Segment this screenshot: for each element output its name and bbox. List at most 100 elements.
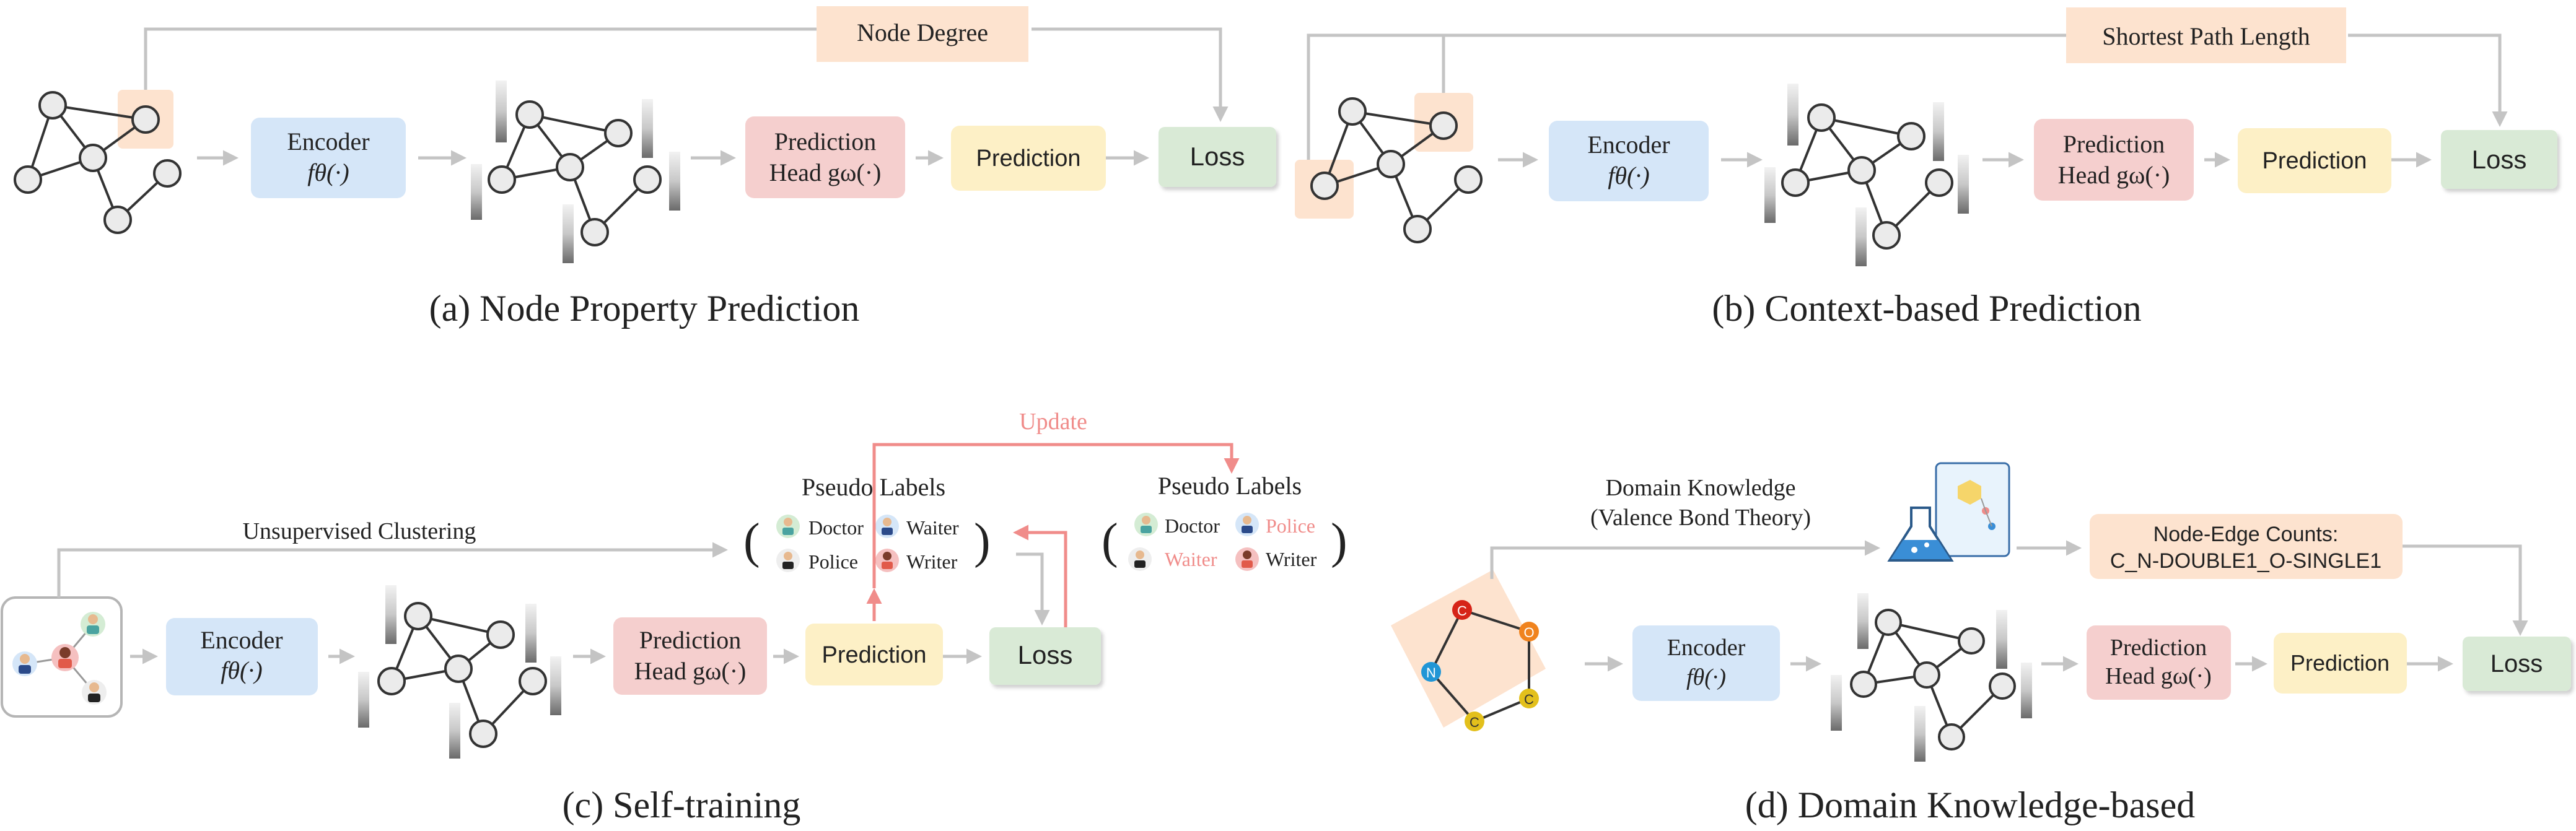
encoder-box xyxy=(166,618,318,695)
paren-close-2: ) xyxy=(1331,514,1347,568)
domain-knowledge-line1: Domain Knowledge xyxy=(1605,475,1795,501)
panel-b: Shortest Path Length Encoder fθ(·) xyxy=(1295,7,2557,329)
update-label: Update xyxy=(1019,409,1087,435)
atom-c-1-label: C xyxy=(1457,603,1467,619)
loss-box xyxy=(2441,130,2557,189)
loss-label: Loss xyxy=(2472,145,2527,174)
encoder-fn: fθ(·) xyxy=(221,656,262,684)
atom-n-label: N xyxy=(1426,665,1436,681)
atom-c-3 xyxy=(1519,689,1539,708)
loss-label: Loss xyxy=(1018,640,1073,669)
label-doctor: Doctor xyxy=(1165,515,1220,537)
prediction-head-box xyxy=(2087,625,2231,700)
prediction-head-line2: Head gω(·) xyxy=(769,159,882,186)
highlight-molecule-box xyxy=(1391,570,1546,728)
encoder-fn: fθ(·) xyxy=(307,159,349,186)
prediction-head-line1: Prediction xyxy=(639,626,741,654)
encoder-fn: fθ(·) xyxy=(1608,162,1649,189)
paren-close-1: ) xyxy=(974,514,991,568)
shortest-path-label: Shortest Path Length xyxy=(2102,22,2310,50)
arrow-to-loss-b xyxy=(2348,33,2508,127)
panel-a: Node Degree Encoder fθ(·) xyxy=(14,6,1276,329)
loss-box xyxy=(2463,637,2571,691)
prediction-label: Prediction xyxy=(822,642,927,668)
loss-box xyxy=(1159,127,1276,187)
chemistry-flask-icon xyxy=(1887,462,2010,562)
atom-o xyxy=(1519,622,1539,642)
label-writer: Writer xyxy=(1266,548,1317,570)
encoder-label: Encoder xyxy=(200,626,283,654)
prediction-head-box xyxy=(2034,119,2194,201)
arrow-to-loss-a xyxy=(1032,27,1229,122)
prediction-head-box xyxy=(745,116,905,198)
label-waiter: Waiter xyxy=(906,516,959,539)
label-police: Police xyxy=(808,550,858,573)
input-graph xyxy=(14,90,182,234)
paren-open-1: ( xyxy=(743,514,760,568)
writer-icon xyxy=(875,549,899,572)
label-writer: Writer xyxy=(906,550,958,573)
prediction-box xyxy=(805,624,943,685)
arrow-labels-to-loss xyxy=(1016,552,1050,625)
node-degree-box xyxy=(817,6,1028,62)
clustering-label: Unsupervised Clustering xyxy=(243,518,476,544)
waiter-icon xyxy=(1128,547,1152,571)
social-graph-input xyxy=(1,596,123,718)
doctor-icon xyxy=(776,515,800,538)
loss-label: Loss xyxy=(2491,650,2543,677)
pseudo-labels-title-2: Pseudo Labels xyxy=(1158,472,1302,500)
prediction-label: Prediction xyxy=(976,146,1081,172)
doctor-icon xyxy=(1134,513,1158,536)
prediction-box xyxy=(2238,128,2391,193)
prediction-label: Prediction xyxy=(2290,650,2390,676)
caption-a: (a) Node Property Prediction xyxy=(429,288,860,329)
node-edge-counts-line1: Node-Edge Counts: xyxy=(2153,523,2339,546)
caption-c: (c) Self-training xyxy=(563,785,801,825)
prediction-box xyxy=(2274,633,2407,694)
atom-o-label: O xyxy=(1523,625,1534,640)
encoder-label: Encoder xyxy=(1667,635,1746,661)
prediction-head-line1: Prediction xyxy=(774,128,876,155)
police-icon xyxy=(1235,513,1259,536)
prediction-box xyxy=(951,126,1106,191)
paren-open-2: ( xyxy=(1102,514,1118,568)
police-icon xyxy=(875,515,899,538)
embedded-graph xyxy=(471,80,680,263)
label-waiter-updated: Waiter xyxy=(1165,548,1217,570)
label-police-updated: Police xyxy=(1266,515,1315,537)
node-degree-label: Node Degree xyxy=(857,19,988,46)
arrow-update xyxy=(872,443,1240,588)
waiter-icon xyxy=(776,549,800,572)
prediction-head-line2: Head gω(·) xyxy=(634,657,747,685)
prediction-head-line2: Head gω(·) xyxy=(2105,663,2212,689)
input-graph xyxy=(1295,93,1483,243)
encoder-label: Encoder xyxy=(1587,131,1670,159)
embedded-graph xyxy=(1764,84,1969,266)
arrow-clustering xyxy=(57,542,728,598)
loss-label: Loss xyxy=(1190,142,1245,171)
caption-d: (d) Domain Knowledge-based xyxy=(1745,785,2195,825)
atom-c-1 xyxy=(1452,600,1472,620)
arrow-loss-to-labels xyxy=(1013,524,1067,627)
prediction-head-line1: Prediction xyxy=(2110,635,2207,661)
panel-d: C O N C C Domain Knowledge (Valence Bond… xyxy=(1391,462,2571,825)
label-doctor: Doctor xyxy=(808,516,864,539)
prediction-head-line1: Prediction xyxy=(2063,130,2165,158)
encoder-box xyxy=(251,118,406,198)
encoder-box xyxy=(1549,121,1709,201)
caption-b: (b) Context-based Prediction xyxy=(1712,288,2141,329)
panel-c: Unsupervised Clustering Encoder fθ(·) xyxy=(1,409,1347,825)
encoder-label: Encoder xyxy=(287,128,369,155)
encoder-box xyxy=(1632,625,1780,701)
encoder-fn: fθ(·) xyxy=(1686,664,1726,690)
prediction-head-box xyxy=(613,617,767,695)
domain-knowledge-line2: (Valence Bond Theory) xyxy=(1590,505,1811,531)
atom-n xyxy=(1421,662,1441,682)
atom-c-3-label: C xyxy=(1524,692,1534,707)
arrow-counts-to-loss xyxy=(2403,544,2528,636)
embedded-graph xyxy=(358,585,561,759)
molecule-input: C O N C C xyxy=(1391,570,1546,731)
arrow-domain-knowledge xyxy=(1490,540,1880,579)
embedded-graph xyxy=(1831,593,2032,762)
